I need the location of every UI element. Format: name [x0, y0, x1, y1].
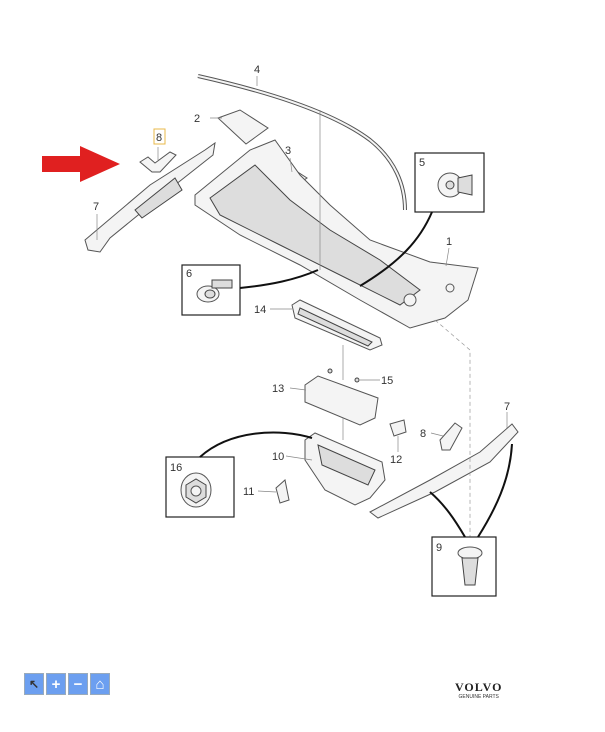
logo-brand: VOLVO [455, 680, 503, 694]
svg-text:9: 9 [436, 542, 442, 554]
zoom-in-button[interactable]: + [46, 673, 66, 695]
callout-10: 10 [272, 451, 284, 463]
part-11-clip[interactable] [275, 479, 290, 504]
svg-text:16: 16 [170, 462, 182, 474]
home-button[interactable]: ⌂ [90, 673, 110, 695]
part-15-screw[interactable] [354, 377, 360, 383]
zoom-out-button[interactable]: − [68, 673, 88, 695]
diagram-toolbar: ↖ + − ⌂ [24, 673, 110, 695]
svg-text:5: 5 [419, 157, 425, 169]
detail-box-5[interactable]: 5 [414, 152, 485, 213]
red-pointer-arrow [42, 146, 120, 182]
pointer-icon: ↖ [28, 677, 40, 691]
callout-4: 4 [254, 64, 260, 76]
volvo-logo: VOLVO GENUINE PARTS [455, 680, 502, 700]
part-13-filter-housing[interactable] [304, 375, 379, 426]
svg-text:6: 6 [186, 268, 192, 280]
part-7-right-bracket[interactable] [369, 423, 519, 519]
part-8-left-clip[interactable] [139, 151, 177, 173]
detail-box-16[interactable]: 16 [165, 456, 235, 518]
callout-8-right: 8 [420, 428, 426, 440]
detail-box-9[interactable]: 9 [431, 536, 497, 597]
callout-8-left: 8 [156, 132, 162, 144]
home-icon: ⌂ [95, 675, 105, 693]
callout-14: 14 [254, 304, 266, 316]
zoom-out-icon: − [73, 675, 83, 693]
zoom-in-icon: + [51, 675, 61, 693]
part-8-right-clip[interactable] [439, 422, 463, 451]
pointer-button[interactable]: ↖ [24, 673, 44, 695]
detail-box-6[interactable]: 6 [181, 264, 241, 316]
part-12-bracket[interactable] [389, 419, 407, 437]
callout-2: 2 [194, 113, 200, 125]
callout-12: 12 [390, 454, 402, 466]
callout-7-right: 7 [504, 401, 510, 413]
callout-3: 3 [285, 145, 291, 157]
callout-7-left: 7 [93, 201, 99, 213]
callout-11: 11 [243, 486, 254, 498]
callout-15: 15 [381, 375, 393, 387]
callout-13: 13 [272, 383, 284, 395]
logo-tagline: GENUINE PARTS [458, 694, 499, 700]
callout-8-highlight [153, 128, 166, 145]
callout-1: 1 [446, 236, 452, 248]
part-2-cover[interactable] [217, 109, 269, 145]
